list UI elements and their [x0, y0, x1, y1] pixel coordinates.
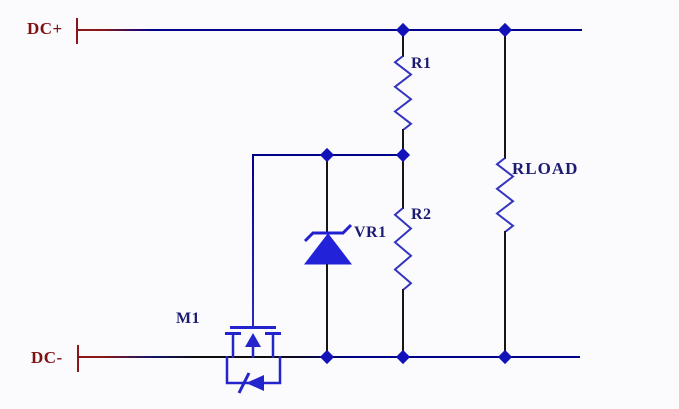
port-label-dc-plus: DC+ [27, 19, 63, 38]
wire-r2-bottom [402, 289, 404, 358]
junction-dot [497, 22, 513, 38]
zener-vr1-symbol [303, 223, 353, 265]
resistor-r2-symbol [393, 208, 413, 290]
wire-r2-top [402, 154, 404, 209]
label-vr1: VR1 [354, 224, 387, 241]
body-diode-cathode-bar [237, 372, 251, 394]
wire-vr1-bottom [326, 264, 328, 358]
label-r1: R1 [411, 55, 432, 72]
wire-rload-top [504, 29, 506, 159]
port-tick-dc-minus [77, 345, 79, 372]
wire-dc-plus-rail [77, 29, 582, 31]
mosfet-m1-symbol [225, 326, 281, 358]
junction-dot [319, 349, 335, 365]
port-tick-dc-plus [76, 18, 78, 44]
zener-cathode-bar [303, 223, 353, 243]
label-rload: RLOAD [512, 159, 579, 178]
wire-vr1-top [326, 154, 328, 234]
junction-dot [497, 349, 513, 365]
junction-dot [395, 349, 411, 365]
wire-rload-bottom [504, 231, 506, 358]
wire-gate-vertical [252, 154, 254, 327]
junction-dot [395, 147, 411, 163]
port-label-dc-minus: DC- [31, 348, 63, 367]
body-diode-triangle [246, 375, 264, 391]
wire-r1-top [402, 29, 404, 57]
resistor-rload-symbol [495, 158, 515, 232]
resistor-r1-symbol [393, 56, 413, 130]
mosfet-body-diode [225, 356, 282, 394]
junction-dot [395, 22, 411, 38]
junction-dot [319, 147, 335, 163]
zener-anode-triangle [303, 233, 353, 265]
label-r2: R2 [411, 206, 432, 223]
body-diode-loop-wire [225, 356, 282, 385]
label-m1: M1 [176, 310, 201, 327]
wire-r1-bottom [402, 129, 404, 156]
mosfet-bulk-arrow [245, 333, 261, 347]
